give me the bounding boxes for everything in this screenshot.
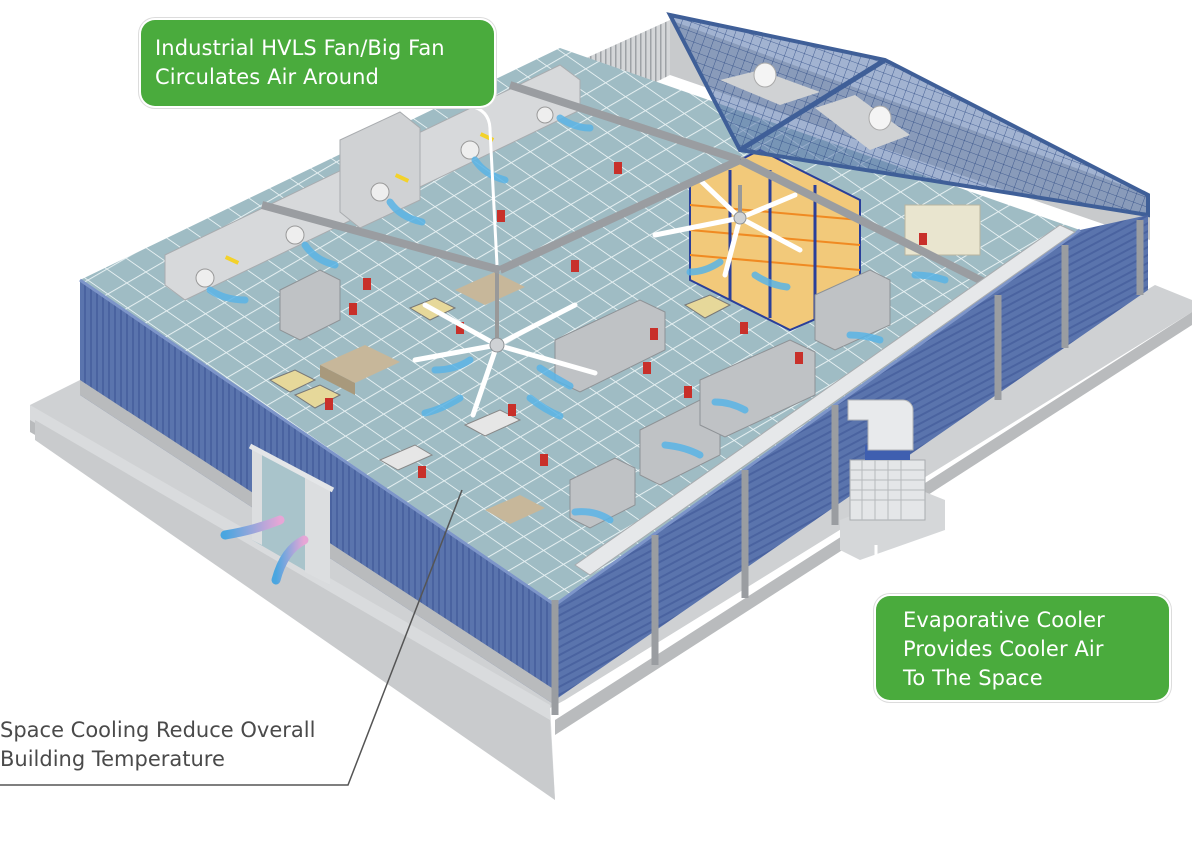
- callout-line: Industrial HVLS Fan/Big Fan: [155, 36, 445, 60]
- callout-line: Circulates Air Around: [155, 65, 379, 89]
- airflow-arrows: [206, 114, 949, 524]
- roof-ventilators: [720, 62, 910, 150]
- evaporative-cooler: [840, 399, 945, 560]
- label-space-cooling: Space Cooling Reduce Overall Building Te…: [0, 716, 315, 774]
- roof-panel: [666, 12, 1150, 218]
- roof-beams: [260, 81, 1002, 294]
- ground-slab: [30, 285, 1192, 800]
- doorway-airflow: [220, 515, 309, 585]
- workers: [325, 162, 927, 478]
- hvls-fan-right: [652, 177, 803, 278]
- air-duct: [164, 64, 581, 301]
- callout-line: To The Space: [903, 666, 1043, 690]
- label-line: Space Cooling Reduce Overall: [0, 718, 316, 742]
- hvls-fan-left: [412, 270, 598, 418]
- callout-line: Evaporative Cooler: [903, 608, 1105, 632]
- label-line: Building Temperature: [0, 747, 225, 771]
- work-tables: [268, 272, 732, 524]
- callout-line: Provides Cooler Air: [903, 637, 1104, 661]
- callout-hvls-fan: Industrial HVLS Fan/Big Fan Circulates A…: [141, 20, 494, 106]
- exterior-wall-right: [551, 215, 1148, 715]
- doorway: [248, 443, 335, 585]
- callout-evaporative-cooler: Evaporative Cooler Provides Cooler Air T…: [876, 596, 1169, 700]
- leader-lines: [0, 104, 901, 786]
